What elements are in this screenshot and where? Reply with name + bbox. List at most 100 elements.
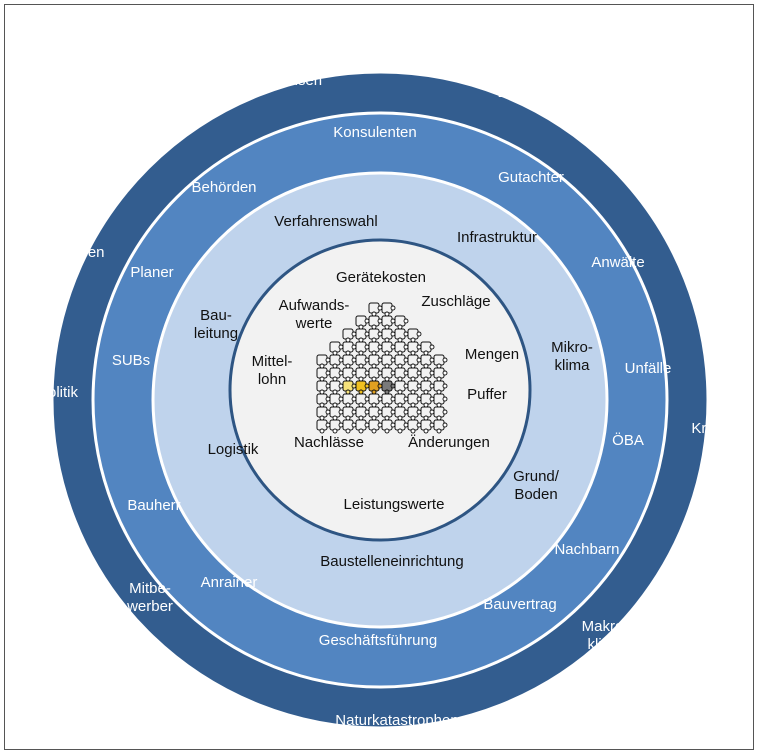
middle-ring-label-anrainer-line: Anrainer <box>201 574 258 591</box>
outer-ring-label-makroklima-line: klima <box>587 636 623 653</box>
middle-ring-label-anrainer: Anrainer <box>201 574 258 591</box>
core-label-aenderungen: Änderungen <box>408 434 490 451</box>
puzzle-piece <box>355 419 370 434</box>
middle-ring-label-oeba: ÖBA <box>612 431 644 449</box>
puzzle-piece <box>316 393 331 408</box>
puzzle-piece <box>381 302 396 317</box>
middle-ring-label-bauherr-line: Bauherr <box>127 497 180 514</box>
outer-ring-label-zinsen: Zinsen <box>59 244 104 261</box>
inner-ring-label-grund-boden: Grund/Boden <box>513 468 560 503</box>
inner-ring-label-verfahrenswahl: Verfahrenswahl <box>274 213 377 230</box>
core-label-leistungswerte-line: Leistungswerte <box>344 496 445 513</box>
middle-ring-label-subs-line: SUBs <box>112 352 150 369</box>
middle-ring-label-subs: SUBs <box>112 352 150 369</box>
middle-ring-label-bauvertrag: Bauvertrag <box>483 596 556 613</box>
middle-ring-label-bauvertrag-line: Bauvertrag <box>483 596 556 613</box>
puzzle-piece <box>433 354 448 369</box>
puzzle-piece <box>342 406 357 421</box>
figure-frame <box>4 4 754 750</box>
puzzle-piece <box>407 419 422 434</box>
inner-ring-label-infrastruktur-line: Infrastruktur <box>457 229 537 246</box>
outer-ring-label-baupreisindex: Baupreisindex <box>497 84 593 101</box>
puzzle-piece <box>407 393 422 408</box>
puzzle-piece <box>381 315 396 330</box>
puzzle-piece <box>316 419 331 434</box>
outer-ring-label-kriege-line: Kriege <box>691 420 734 437</box>
inner-ring-label-grund-boden-line: Boden <box>514 486 557 503</box>
middle-ring-label-behoerden-line: Behörden <box>191 179 256 196</box>
inner-ring-label-infrastruktur: Infrastruktur <box>457 229 537 246</box>
outer-ring-label-naturkatastrophen-line: Naturkatastrophen <box>335 712 458 729</box>
inner-ring-label-mikroklima-line: Mikro- <box>551 339 593 356</box>
core-label-mengen: Mengen <box>465 346 519 363</box>
inner-ring-label-logistik-line: Logistik <box>208 441 259 458</box>
puzzle-piece <box>368 380 383 395</box>
puzzle-piece <box>355 406 370 421</box>
inner-ring-label-logistik: Logistik <box>208 441 259 458</box>
core-label-puffer: Puffer <box>467 386 507 403</box>
inner-ring-label-baustelleneinrichtung-line: Baustelleneinrichtung <box>320 553 463 570</box>
ring-labels: WirtschaftskrisenBaupreisindexWetterZins… <box>38 72 735 729</box>
middle-ring-label-unfaelle: Unfälle <box>625 360 672 377</box>
puzzle-piece <box>394 328 409 343</box>
core-label-zuschlaege-line: Zuschläge <box>421 293 490 310</box>
outer-ring-label-makroklima: Makro-klima <box>582 618 629 653</box>
outer-ring-label-wirtschaftskrisen: Wirtschaftskrisen <box>208 72 322 89</box>
inner-ring-label-mikroklima: Mikro-klima <box>551 339 593 374</box>
core-label-mittellohn-line: lohn <box>258 371 286 388</box>
puzzle-piece <box>394 341 409 356</box>
inner-ring-label-bauleitung: Bau-leitung <box>194 307 238 342</box>
inner-ring-label-bauleitung-line: leitung <box>194 325 238 342</box>
puzzle-piece <box>342 367 357 382</box>
middle-ring-label-geschaeftsfuehrung-line: Geschäftsführung <box>319 632 437 649</box>
puzzle-piece <box>368 302 383 317</box>
puzzle-piece <box>355 367 370 382</box>
puzzle-piece <box>407 367 422 382</box>
outer-ring-label-makroklima-line: Makro- <box>582 618 629 635</box>
outer-ring-label-zinsen-line: Zinsen <box>59 244 104 261</box>
core-label-aufwandswerte: Aufwands-werte <box>279 297 350 332</box>
core-label-zuschlaege: Zuschläge <box>421 293 490 310</box>
puzzle-piece <box>433 419 448 434</box>
middle-ring-label-nachbarn-line: Nachbarn <box>554 541 619 558</box>
core-label-geraetekosten: Gerätekosten <box>336 269 426 286</box>
puzzle-house-icon <box>316 302 448 434</box>
middle-ring-label-oeba-line: ÖBA <box>612 431 644 449</box>
puzzle-piece <box>394 419 409 434</box>
core-label-mittellohn-line: Mittel- <box>252 353 293 370</box>
puzzle-piece <box>355 315 370 330</box>
middle-ring-label-konsulenten-line: Konsulenten <box>333 124 416 141</box>
puzzle-piece <box>342 380 357 395</box>
core-label-aufwandswerte-line: Aufwands- <box>279 297 350 314</box>
puzzle-piece <box>316 380 331 395</box>
middle-ring-label-behoerden: Behörden <box>191 179 256 196</box>
puzzle-piece <box>394 354 409 369</box>
puzzle-piece <box>433 380 448 395</box>
outer-ring-label-wetter-line: Wetter <box>663 212 707 229</box>
outer-ring-label-mitbewerber-line: werber <box>126 598 173 615</box>
puzzle-piece <box>381 354 396 369</box>
core-label-leistungswerte: Leistungswerte <box>344 496 445 513</box>
puzzle-piece <box>381 380 396 395</box>
middle-ring-label-anwaelte: Anwälte <box>591 254 644 271</box>
core-label-nachlaesse: Nachlässe <box>294 434 364 451</box>
puzzle-piece <box>394 393 409 408</box>
core-label-aufwandswerte-line: werte <box>295 315 333 332</box>
core-label-mittellohn: Mittel-lohn <box>252 353 293 388</box>
outer-ring-label-politik: Politik <box>38 384 79 401</box>
core-label-aenderungen-line: Änderungen <box>408 434 490 451</box>
middle-ring-label-gutachter-line: Gutachter <box>498 169 564 186</box>
middle-ring-label-anwaelte-line: Anwälte <box>591 254 644 271</box>
core-label-puffer-line: Puffer <box>467 386 507 403</box>
inner-ring-label-baustelleneinrichtung: Baustelleneinrichtung <box>320 553 463 570</box>
outer-ring-label-mitbewerber-line: Mitbe- <box>129 580 171 597</box>
puzzle-piece <box>316 354 331 369</box>
outer-ring-label-baupreisindex-line: Baupreisindex <box>497 84 593 101</box>
middle-ring-label-gutachter: Gutachter <box>498 169 564 186</box>
outer-ring-label-wirtschaftskrisen-line: Wirtschaftskrisen <box>208 72 322 89</box>
middle-ring-label-planer: Planer <box>130 264 173 281</box>
middle-ring-label-unfaelle-line: Unfälle <box>625 360 672 377</box>
puzzle-piece <box>433 367 448 382</box>
middle-ring-label-geschaeftsfuehrung: Geschäftsführung <box>319 632 437 649</box>
